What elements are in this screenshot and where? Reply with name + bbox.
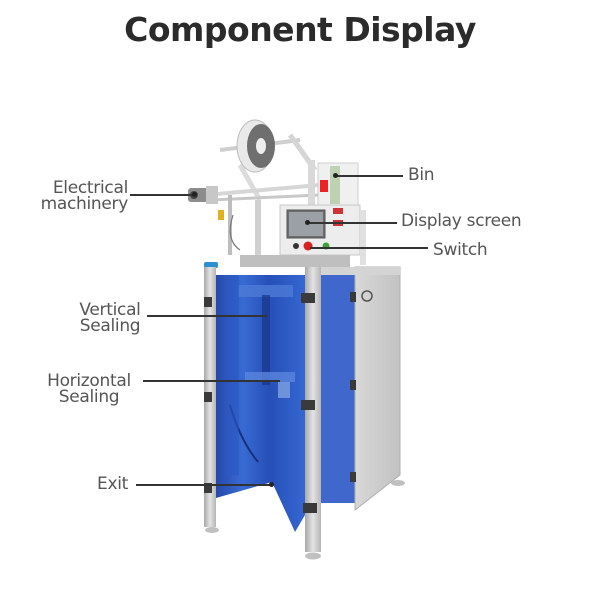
leader-line-switch: [310, 247, 428, 249]
label-horizontal-sealing-line1: Horizontal: [47, 371, 131, 391]
leader-dot-electrical-machinery: [192, 192, 197, 197]
leader-line-vertical-sealing: [147, 315, 267, 317]
bin: [317, 162, 359, 206]
feet: [205, 480, 405, 560]
label-vertical-sealing: Vertical Sealing: [70, 300, 150, 336]
label-switch: Switch: [433, 240, 488, 260]
side-blue-door: [321, 275, 355, 503]
leader-line-exit: [136, 484, 271, 486]
side-panel: [354, 266, 401, 512]
film-roll-assembly: [219, 119, 318, 202]
leader-dot-exit: [269, 482, 274, 487]
label-exit: Exit: [97, 474, 128, 494]
leader-line-electrical-machinery: [130, 194, 194, 196]
page-title: Component Display: [124, 10, 476, 49]
label-bin: Bin: [408, 165, 435, 185]
label-display-screen: Display screen: [401, 211, 522, 231]
leader-line-bin: [336, 175, 403, 177]
label-electrical-machinery: Electrical machinery: [30, 178, 129, 214]
label-vertical-sealing-line1: Vertical: [79, 300, 141, 320]
label-horizontal-sealing-line2: Sealing: [58, 387, 120, 407]
leader-dot-display-screen: [305, 220, 310, 225]
label-vertical-sealing-line2: Sealing: [79, 316, 141, 336]
label-electrical-machinery-line2: machinery: [40, 194, 129, 214]
leader-line-display-screen: [308, 222, 397, 224]
label-electrical-machinery-line1: Electrical: [52, 178, 128, 198]
top-mechanism: [240, 255, 350, 267]
leader-line-horizontal-sealing: [143, 380, 280, 382]
hinges: [204, 292, 356, 513]
label-horizontal-sealing: Horizontal Sealing: [40, 371, 138, 407]
leader-dot-bin: [333, 173, 338, 178]
